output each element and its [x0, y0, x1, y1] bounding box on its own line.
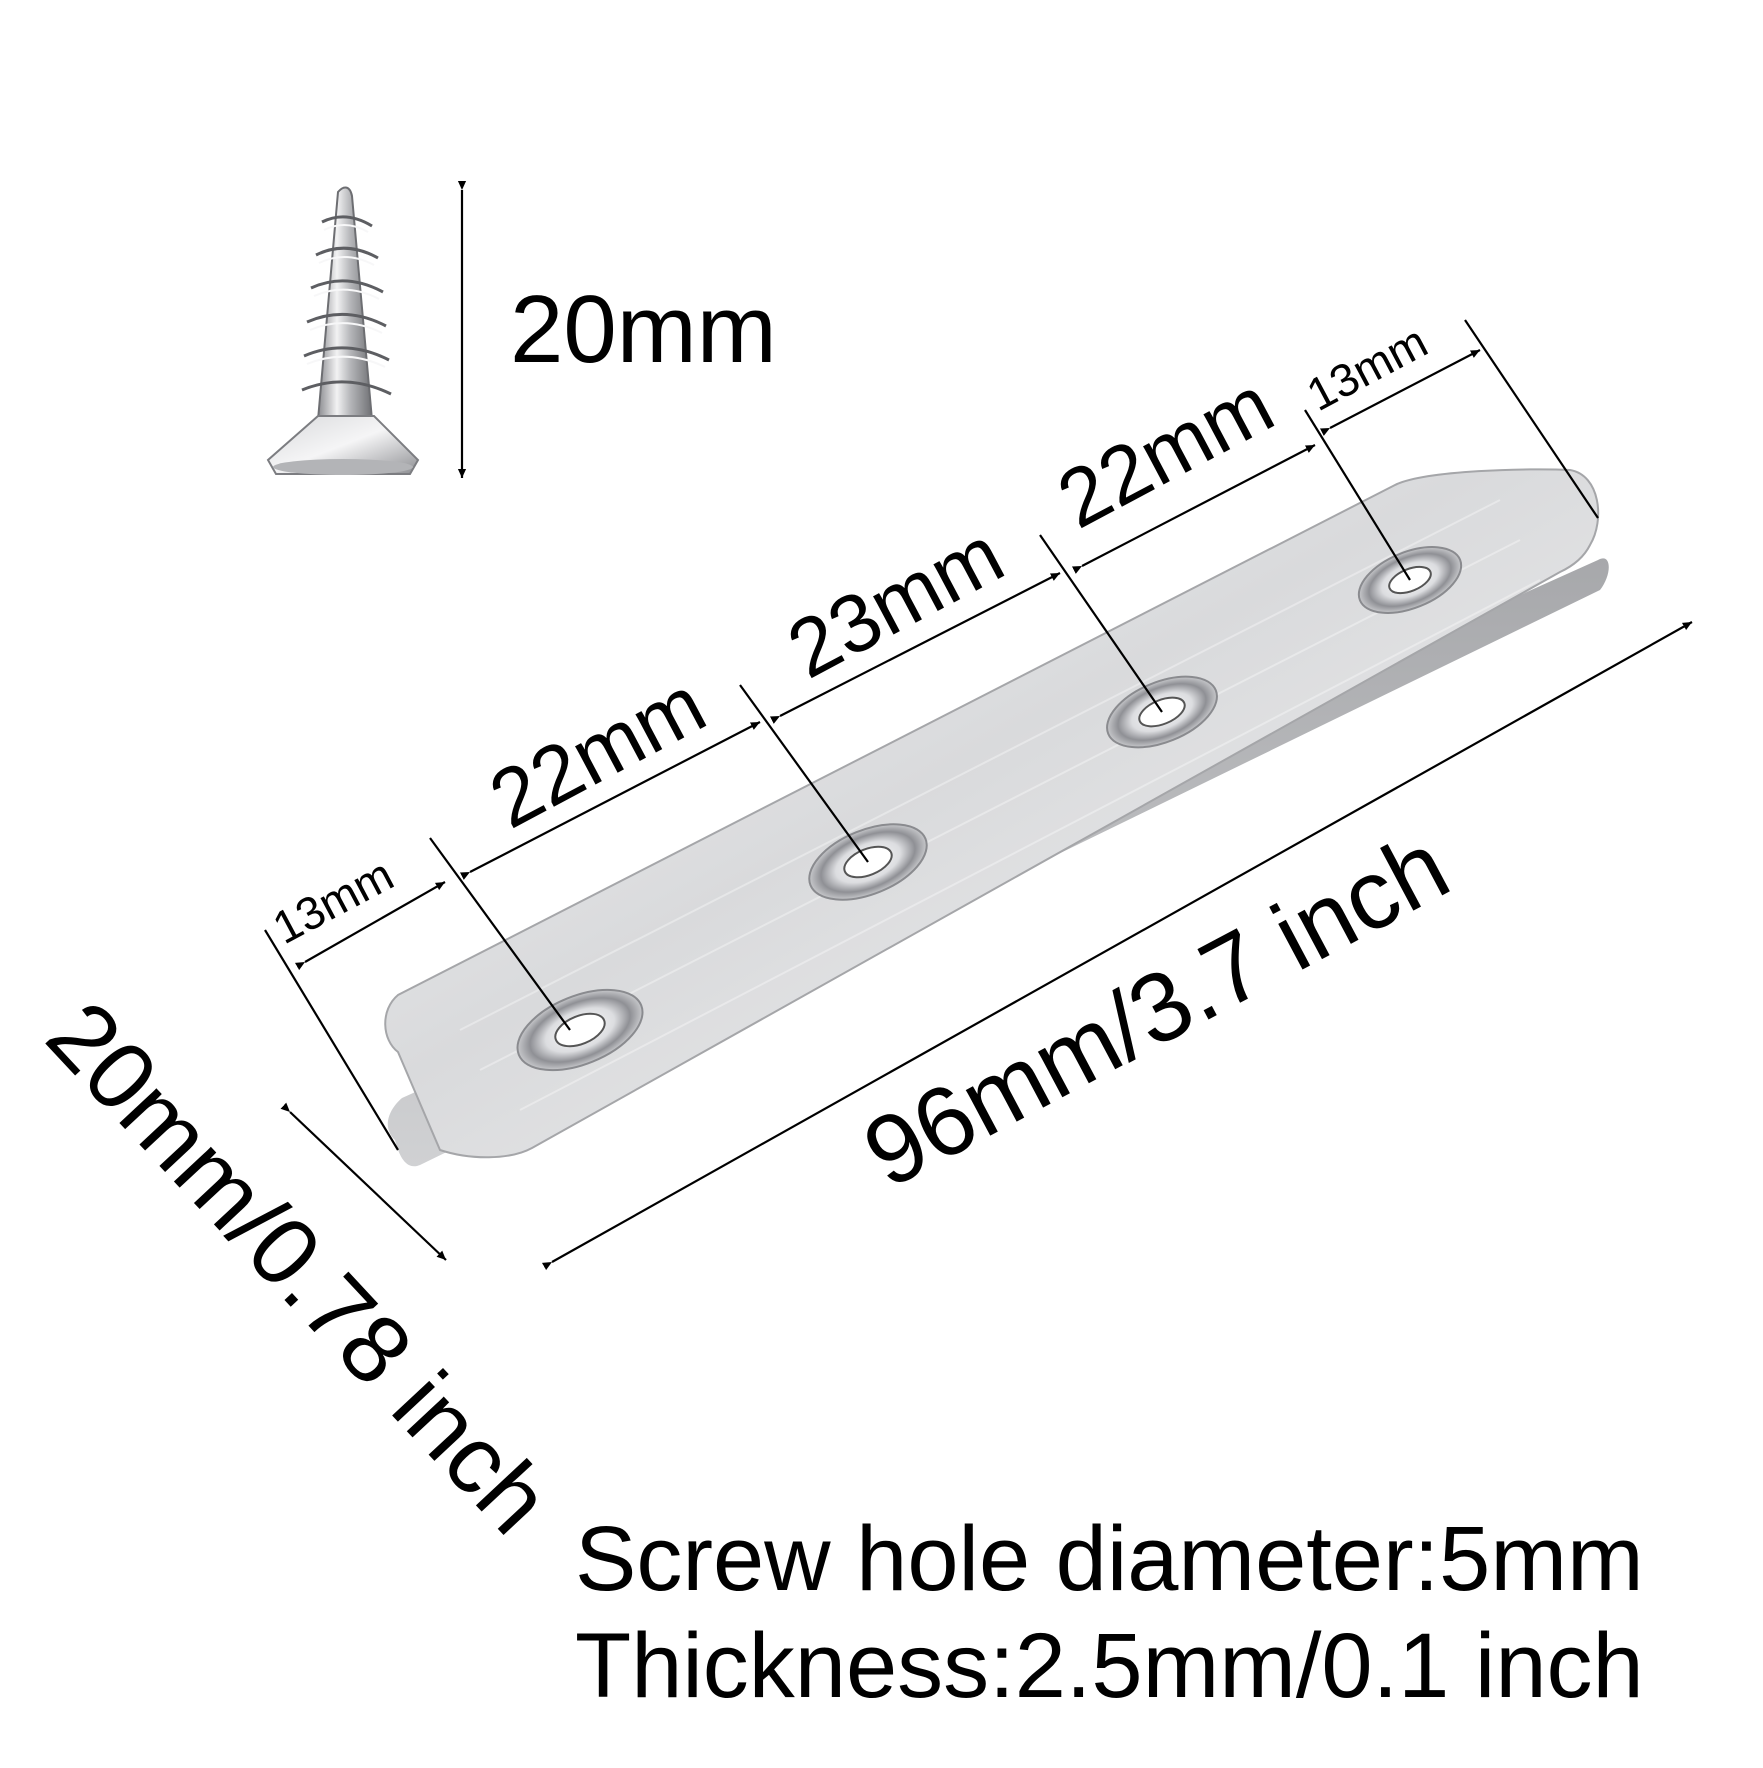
plate-length-line: [541, 621, 1693, 1271]
segment-label: 22mm: [476, 659, 720, 846]
segment-dimension-line: [1071, 444, 1316, 574]
segment-label: 13mm: [1298, 315, 1435, 421]
segment-label: 22mm: [1044, 359, 1288, 546]
segment-label: 23mm: [774, 509, 1018, 696]
hole-diameter-spec: Screw hole diameter:5mm: [575, 1508, 1644, 1610]
screw-length-label: 20mm: [510, 276, 777, 383]
segment-dimension-line: [294, 881, 446, 971]
segment-label: 13mm: [264, 848, 401, 954]
segment-dimension-line: [1319, 349, 1481, 436]
screw-icon: [266, 186, 420, 475]
thickness-spec: Thickness:2.5mm/0.1 inch: [575, 1615, 1644, 1717]
plate-width-line: [280, 1102, 447, 1261]
